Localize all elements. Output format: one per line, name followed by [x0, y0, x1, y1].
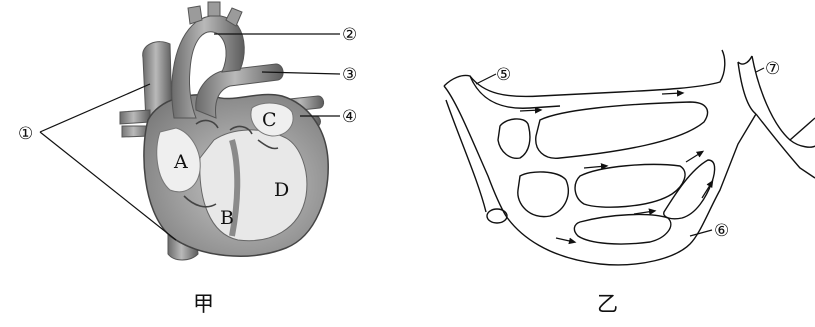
- caption-yi: 乙: [597, 292, 618, 316]
- leader-line-7: [756, 68, 764, 72]
- callout-4: ④: [342, 107, 357, 127]
- capillary-island-3: [518, 172, 568, 217]
- chamber-a-label: A: [173, 151, 188, 173]
- callout-5: ⑤: [496, 65, 511, 85]
- heart-figure: ① ② ③ ④ A B C D 甲: [18, 2, 357, 316]
- callout-2: ②: [342, 25, 357, 45]
- chamber-c-label: C: [262, 109, 277, 131]
- capillary-island-4: [575, 164, 685, 207]
- capillary-island-1: [498, 119, 530, 158]
- callout-1: ①: [18, 124, 33, 144]
- callout-7: ⑦: [765, 59, 780, 79]
- leader-line-5: [476, 74, 496, 84]
- leader-line-1a: [40, 84, 150, 132]
- capillary-island-2: [536, 102, 708, 158]
- chamber-d-label: D: [274, 179, 289, 201]
- network-outer-lower: [506, 114, 756, 265]
- artery-end-cap: [487, 209, 507, 223]
- capillary-island-6: [574, 215, 670, 244]
- leader-line-6: [690, 230, 712, 236]
- callout-6: ⑥: [714, 221, 729, 241]
- chamber-b-label: B: [220, 207, 234, 229]
- callout-3: ③: [342, 65, 357, 85]
- caption-jia: 甲: [193, 292, 214, 316]
- ventricle-cavity: [200, 130, 307, 241]
